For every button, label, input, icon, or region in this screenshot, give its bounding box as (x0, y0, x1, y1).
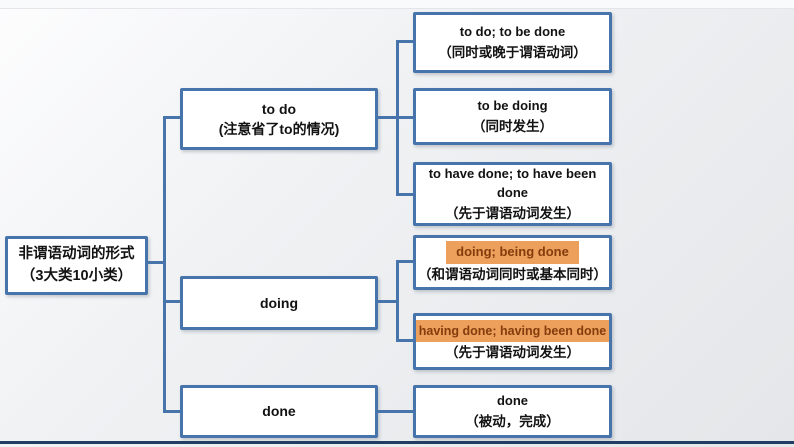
connector-to-do-out (378, 116, 398, 119)
root-node: 非谓语动词的形式 （3大类10小类） (5, 236, 148, 295)
branch-to-do-label: to do (261, 100, 297, 117)
leaf-en-text: to have done; to have been done (428, 165, 597, 200)
root-subtitle: （3大类10小类） (20, 267, 133, 284)
slide-top-edge (0, 0, 794, 9)
leaf-en-text: done (496, 392, 529, 408)
connector-doing-child1 (396, 260, 413, 263)
slide-bottom-border (0, 441, 794, 444)
branch-node-doing: doing (180, 276, 378, 330)
branch-doing-label: doing (259, 294, 299, 311)
leaf-node-to-be-doing: to be doing （同时发生） (413, 88, 612, 145)
branch-node-to-do: to do (注意省了to的情况) (180, 88, 378, 150)
branch-to-do-note: (注意省了to的情况) (218, 121, 340, 137)
leaf-zh-text: （先于谓语动词发生） (445, 345, 580, 361)
branch-done-label: done (262, 403, 296, 420)
leaf-zh-text: （同时发生） (472, 118, 553, 134)
leaf-en-highlight: doing; being done (446, 240, 579, 264)
leaf-en-text: to be doing (477, 97, 548, 113)
leaf-zh-text: （同时或晚于谓语动词） (438, 44, 587, 60)
leaf-node-to-do-to-be-done: to do; to be done （同时或晚于谓语动词） (413, 12, 612, 73)
branch-node-done: done (180, 385, 378, 438)
leaf-node-doing-being-done: doing; being done （和谓语动词同时或基本同时） (413, 235, 612, 290)
connector-done-link (378, 410, 413, 413)
connector-left-trunk (163, 116, 166, 413)
connector-doing-out (378, 300, 398, 303)
leaf-node-having-done: having done; having been done （先于谓语动词发生） (413, 313, 612, 370)
connector-stub-to-do (165, 116, 180, 119)
connector-to-do-child3 (396, 193, 413, 196)
leaf-zh-text: （被动，完成） (465, 413, 560, 429)
connector-stub-doing (165, 300, 180, 303)
connector-to-do-child2 (396, 116, 413, 119)
leaf-zh-text: （和谓语动词同时或基本同时） (418, 266, 607, 282)
connector-root-stub (148, 261, 165, 264)
connector-to-do-child1 (396, 40, 413, 43)
connector-doing-trunk (396, 260, 399, 342)
leaf-en-text: to do; to be done (459, 23, 566, 39)
connector-stub-done (165, 410, 180, 413)
leaf-zh-text: （先于谓语动词发生） (445, 205, 580, 221)
root-title: 非谓语动词的形式 (18, 246, 135, 263)
connector-doing-child2 (396, 339, 413, 342)
leaf-en-highlight: having done; having been done (415, 320, 610, 343)
leaf-node-done-passive: done （被动，完成） (413, 385, 612, 438)
leaf-node-to-have-done: to have done; to have been done （先于谓语动词发… (413, 162, 612, 226)
